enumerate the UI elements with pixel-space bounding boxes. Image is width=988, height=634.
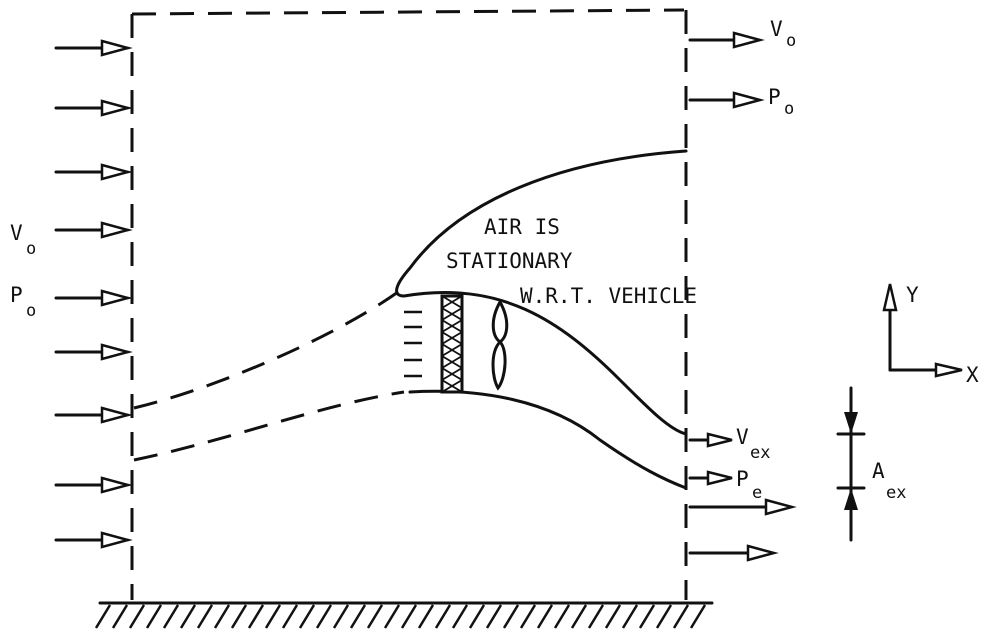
label-wrt-vehicle: W.R.T. VEHICLE — [520, 284, 697, 308]
exit-area-dimension — [836, 386, 866, 542]
label-p0-right: P o — [768, 85, 794, 119]
inflow-arrow-4 — [54, 221, 133, 239]
svg-text:P: P — [768, 85, 781, 109]
svg-text:A: A — [872, 459, 885, 483]
label-axis-x: X — [966, 363, 979, 387]
outflow-arrow-p0 — [688, 91, 765, 109]
inlet-flow-dashes — [404, 310, 422, 378]
svg-text:ex: ex — [750, 443, 770, 463]
label-pe: P e — [736, 467, 762, 503]
inflow-arrow-7 — [54, 406, 133, 424]
label-vex: V ex — [736, 425, 770, 463]
exit-arrow-vex — [688, 432, 733, 448]
inlet-screen — [440, 294, 464, 394]
propeller-icon — [491, 298, 509, 391]
streamtube-lower — [133, 390, 405, 462]
inflow-arrow-6 — [54, 343, 133, 361]
svg-text:o: o — [784, 99, 794, 119]
duct-upper-inner-wall — [402, 291, 688, 436]
label-v0-left: V o — [10, 221, 36, 259]
duct-upper-outer-wall — [395, 149, 688, 298]
outflow-arrow-v0 — [688, 31, 765, 49]
svg-text:V: V — [10, 221, 23, 245]
label-p0-left: P o — [10, 283, 36, 321]
svg-text:ex: ex — [886, 483, 906, 503]
inflow-arrow-8 — [54, 476, 133, 494]
label-air-is: AIR IS — [484, 215, 560, 239]
svg-text:V: V — [736, 425, 749, 449]
label-stationary: STATIONARY — [446, 249, 573, 273]
svg-text:o: o — [26, 301, 36, 321]
outflow-arrow-lower-2 — [688, 544, 779, 562]
outflow-arrow-lower-1 — [688, 498, 797, 516]
inflow-arrow-2 — [54, 99, 133, 117]
ground-hatching — [94, 601, 714, 629]
inflow-arrow-3 — [54, 163, 133, 181]
svg-text:o: o — [786, 31, 796, 51]
inflow-arrow-5 — [54, 289, 133, 307]
inflow-arrow-9 — [54, 531, 133, 549]
svg-text:e: e — [752, 483, 762, 503]
streamtube-upper — [133, 290, 399, 410]
inflow-arrow-1 — [54, 39, 133, 57]
label-aex: A ex — [872, 459, 906, 503]
inflow-arrows-left — [54, 39, 133, 549]
svg-text:P: P — [10, 283, 23, 307]
svg-text:o: o — [26, 239, 36, 259]
label-v0-right: V o — [770, 17, 796, 51]
svg-text:V: V — [770, 17, 783, 41]
coordinate-axes — [882, 283, 963, 378]
cv-top-boundary — [131, 8, 685, 16]
svg-text:P: P — [736, 467, 749, 491]
exit-arrow-pe — [688, 470, 733, 486]
label-axis-y: Y — [906, 283, 919, 307]
